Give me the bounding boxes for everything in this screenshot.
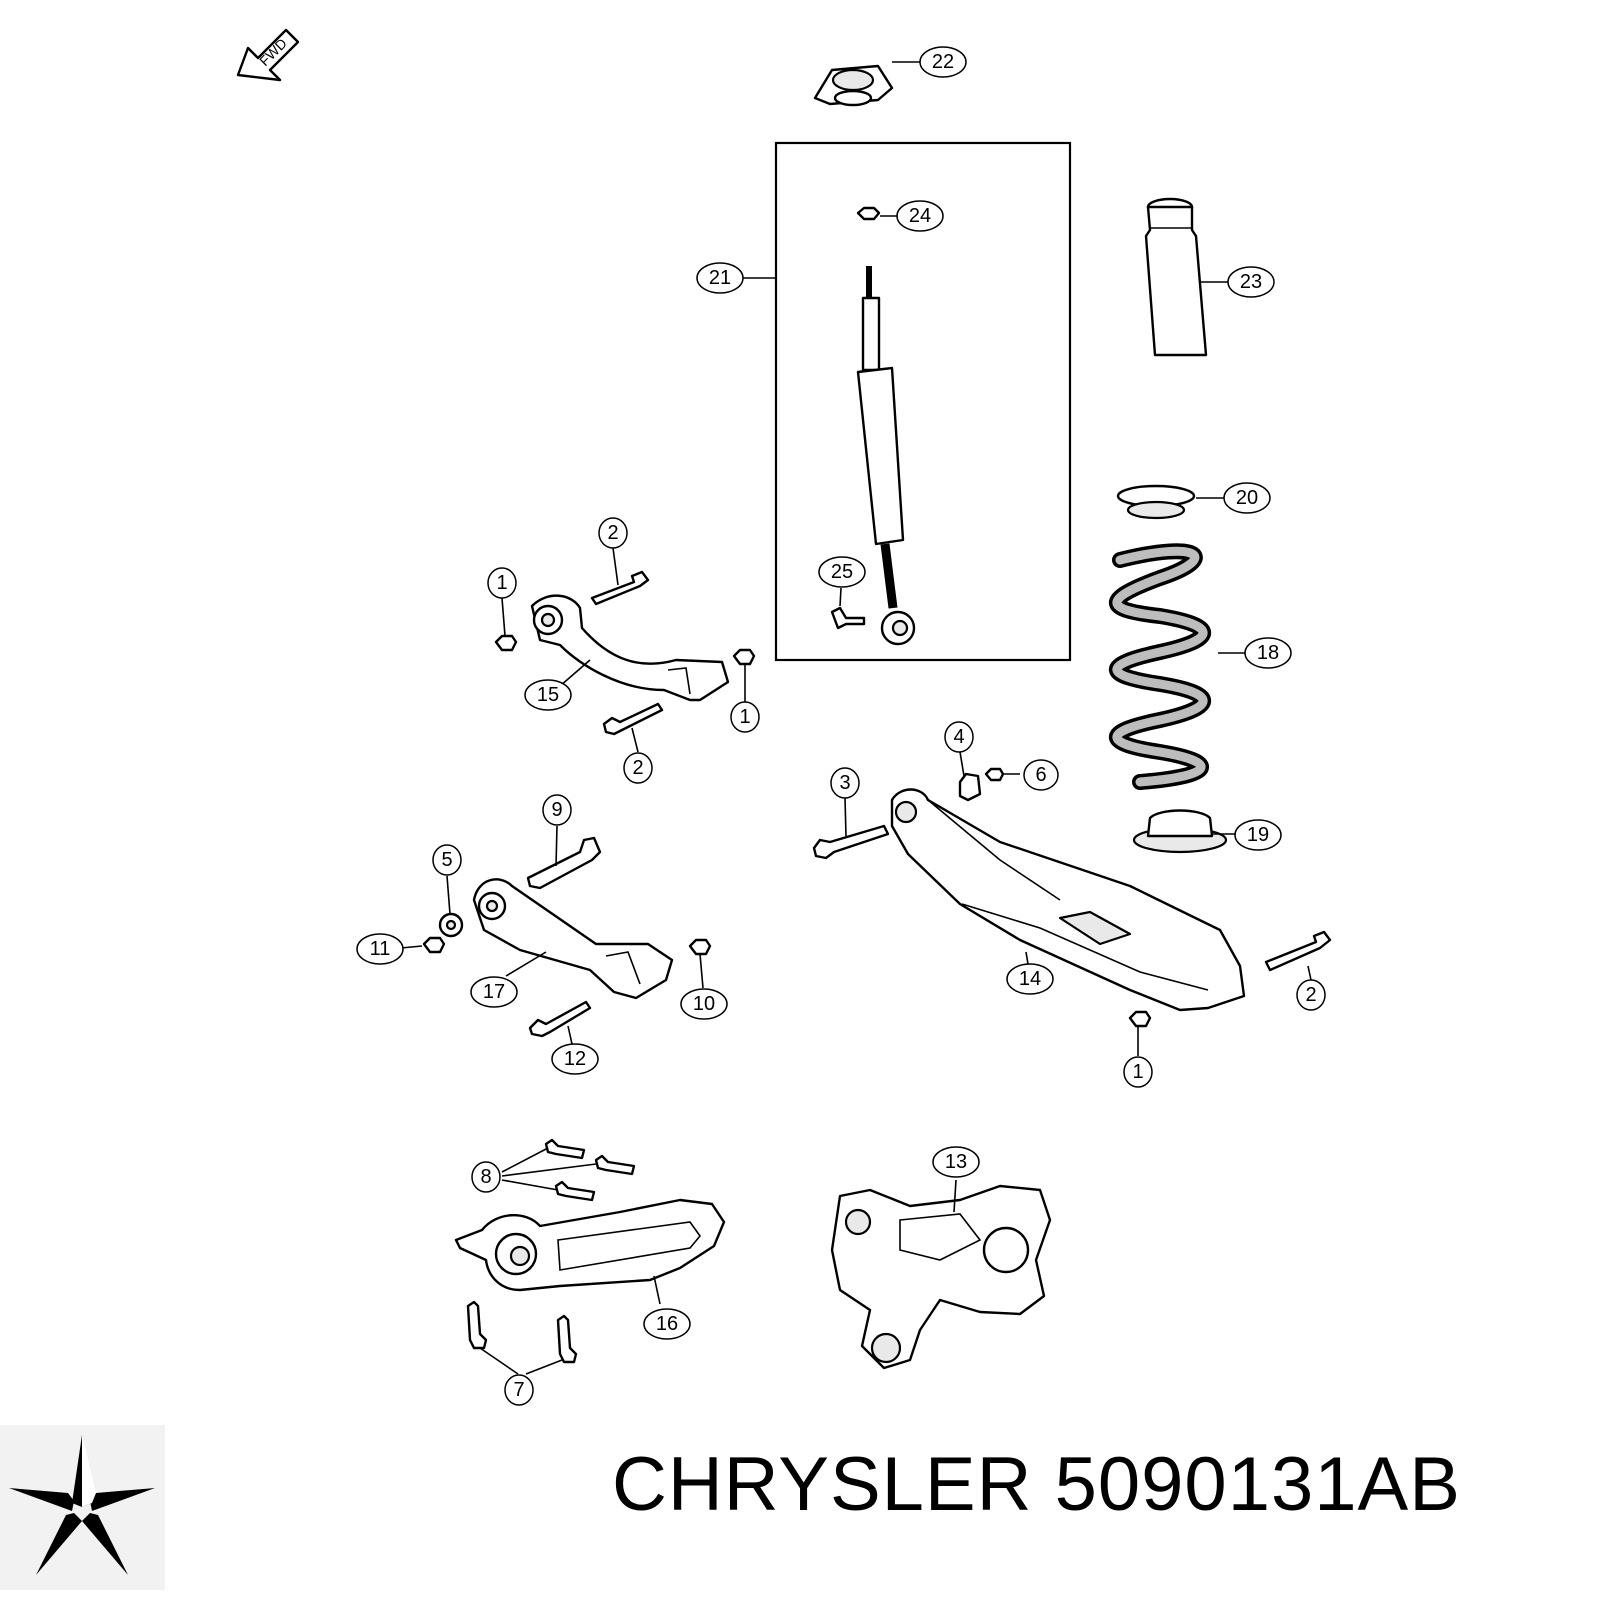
bolt-part	[590, 570, 650, 606]
cam-washer-part	[958, 772, 982, 802]
callout-8: 8	[471, 1161, 501, 1193]
upper-control-arm-part	[530, 594, 730, 702]
callout-12: 12	[551, 1043, 599, 1075]
svg-text:11: 11	[370, 938, 391, 960]
shock-nut-part	[856, 206, 881, 221]
svg-text:2: 2	[607, 522, 618, 544]
nut-part	[494, 634, 518, 652]
callout-1: 1	[730, 701, 760, 733]
callout-6: 6	[1023, 759, 1059, 791]
callout-15: 15	[524, 679, 572, 711]
svg-text:15: 15	[537, 684, 559, 706]
part-number-caption: CHRYSLER 5090131AB	[612, 1442, 1461, 1527]
callout-24: 24	[896, 200, 944, 232]
svg-text:18: 18	[1257, 642, 1279, 664]
bolt-part	[554, 1180, 596, 1202]
knuckle-part	[830, 1184, 1052, 1370]
dust-boot-part	[1144, 197, 1208, 357]
svg-text:10: 10	[693, 993, 715, 1015]
callout-1: 1	[1123, 1056, 1153, 1088]
svg-text:2: 2	[632, 757, 643, 779]
fwd-arrow-icon: FWD	[236, 28, 300, 82]
nut-part	[1128, 1010, 1152, 1028]
svg-text:3: 3	[839, 772, 850, 794]
callout-18: 18	[1244, 637, 1292, 669]
callout-22: 22	[919, 46, 967, 78]
callout-17: 17	[470, 976, 518, 1008]
cam-washer-part	[438, 912, 464, 938]
svg-text:2: 2	[1305, 984, 1316, 1006]
svg-text:19: 19	[1247, 824, 1269, 846]
callout-13: 13	[932, 1146, 980, 1178]
svg-text:24: 24	[909, 205, 931, 227]
callout-2: 2	[623, 752, 653, 784]
callout-1: 1	[487, 567, 517, 599]
svg-text:13: 13	[945, 1151, 967, 1173]
svg-text:17: 17	[483, 981, 505, 1003]
shock-assembly-frame	[774, 141, 1072, 662]
bolt-part	[602, 702, 664, 736]
nut-part	[732, 648, 756, 666]
callout-3: 3	[830, 767, 860, 799]
nut-part	[422, 936, 446, 954]
bolt-part	[528, 1000, 592, 1038]
callout-2: 2	[598, 517, 628, 549]
shock-bolt-part	[830, 606, 866, 630]
coil-spring-part	[1108, 543, 1212, 790]
callout-20: 20	[1223, 482, 1271, 514]
svg-text:1: 1	[496, 572, 507, 594]
svg-text:22: 22	[932, 51, 954, 73]
svg-text:1: 1	[1132, 1061, 1143, 1083]
spring-seat-upper-part	[1116, 484, 1196, 520]
bolt-part	[466, 1300, 488, 1350]
nut-part	[984, 767, 1005, 782]
bolt-part	[1264, 930, 1332, 972]
svg-text:9: 9	[551, 799, 562, 821]
callout-4: 4	[944, 721, 974, 753]
callout-21: 21	[696, 262, 744, 294]
bolt-part	[556, 1314, 578, 1364]
svg-text:12: 12	[564, 1048, 586, 1070]
shock-absorber-part	[856, 266, 916, 646]
callout-11: 11	[356, 933, 404, 965]
chrysler-pentastar-icon	[0, 1425, 165, 1590]
svg-text:14: 14	[1019, 968, 1041, 990]
callout-2: 2	[1296, 979, 1326, 1011]
cam-bolt-part	[812, 824, 890, 860]
nut-part	[688, 938, 712, 956]
lateral-arm-part	[472, 878, 674, 1000]
trailing-arm-part	[454, 1198, 726, 1292]
bolt-part	[594, 1154, 636, 1176]
spring-seat-lower-part	[1132, 809, 1228, 854]
callout-25: 25	[818, 556, 866, 588]
svg-text:8: 8	[480, 1166, 491, 1188]
callout-14: 14	[1006, 963, 1054, 995]
callout-16: 16	[643, 1308, 691, 1340]
svg-text:7: 7	[513, 1379, 524, 1401]
svg-text:16: 16	[656, 1313, 678, 1335]
upper-mount-part	[813, 64, 894, 107]
leader-lines	[400, 61, 1312, 1375]
callout-9: 9	[542, 794, 572, 826]
cam-bolt-part	[526, 836, 602, 890]
svg-text:23: 23	[1240, 271, 1262, 293]
svg-text:5: 5	[441, 849, 452, 871]
svg-text:6: 6	[1035, 764, 1046, 786]
svg-text:21: 21	[709, 267, 731, 289]
callout-23: 23	[1227, 266, 1275, 298]
svg-text:4: 4	[953, 726, 964, 748]
svg-text:1: 1	[739, 706, 750, 728]
bolt-part	[544, 1138, 586, 1160]
svg-text:25: 25	[831, 561, 853, 583]
callout-7: 7	[504, 1374, 534, 1406]
callout-5: 5	[432, 844, 462, 876]
callout-19: 19	[1234, 819, 1282, 851]
callout-10: 10	[680, 988, 728, 1020]
svg-text:20: 20	[1236, 487, 1258, 509]
lower-control-arm-part	[890, 788, 1246, 1012]
